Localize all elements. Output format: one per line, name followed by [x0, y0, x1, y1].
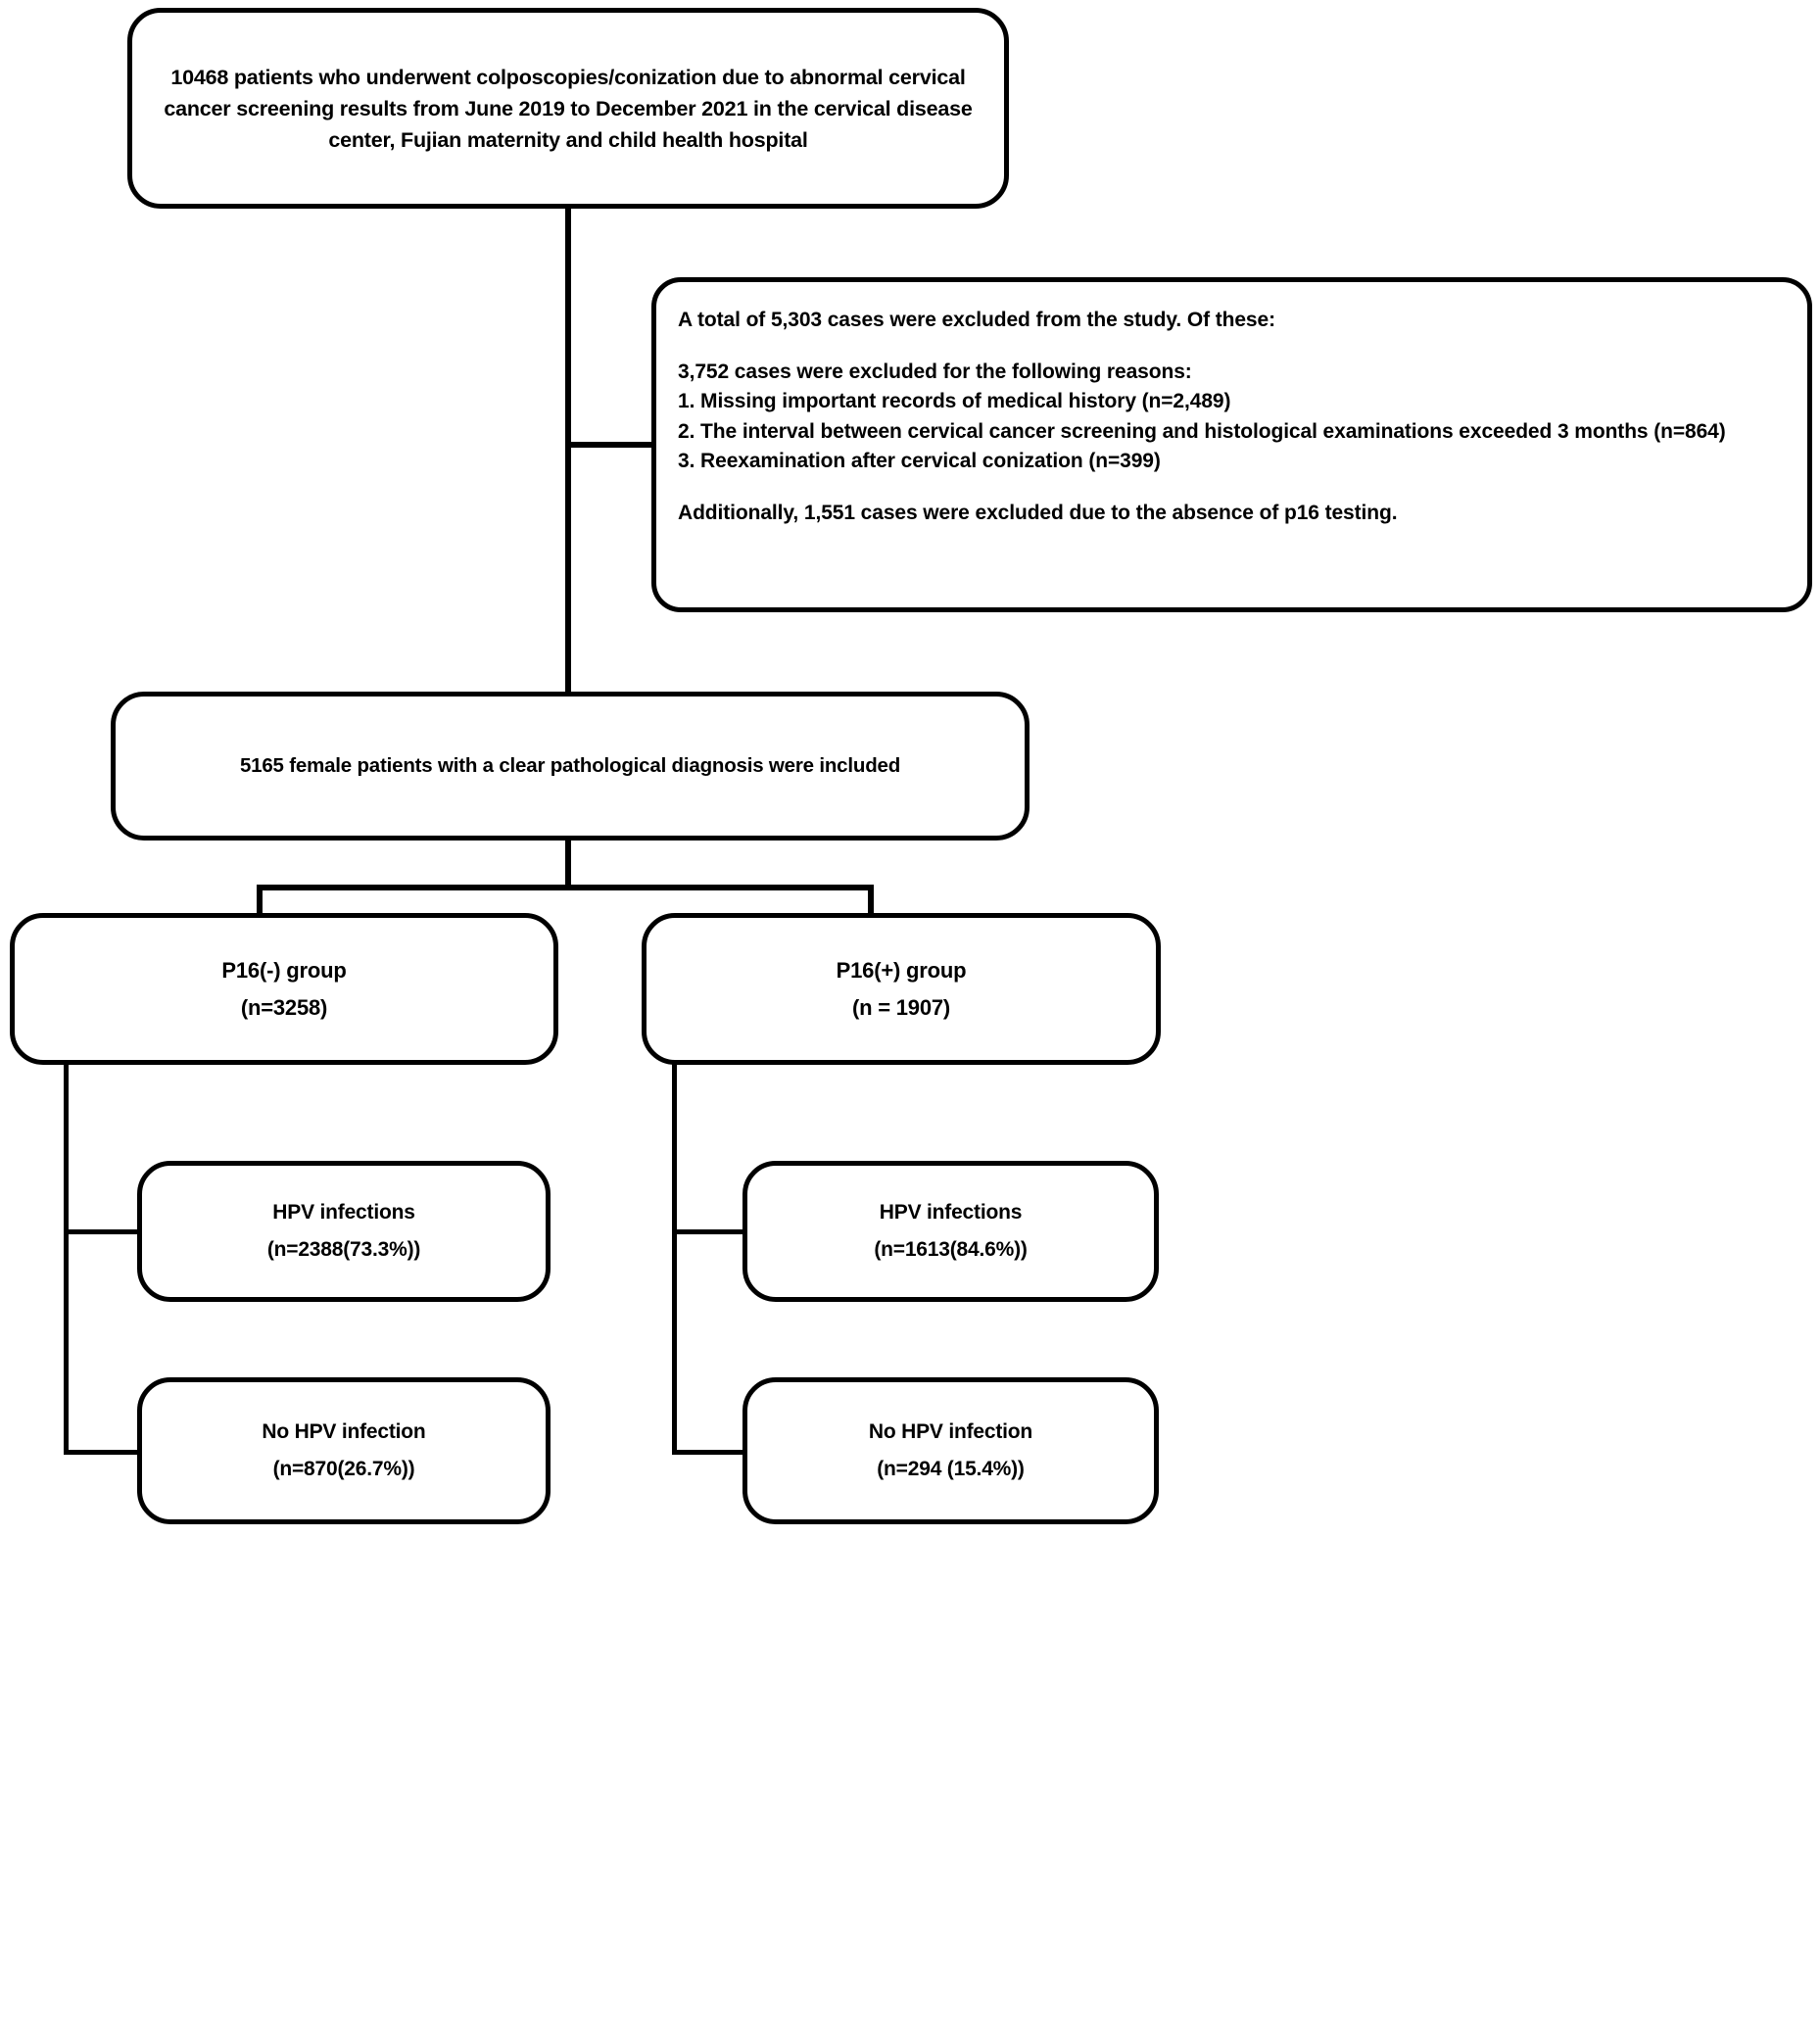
connector-p16neg-to-hpv [64, 1229, 142, 1234]
exclusion-reasons-intro: 3,752 cases were excluded for the follow… [678, 360, 1192, 383]
group-box-p16-negative: P16(-) group (n=3258) [10, 913, 558, 1065]
connector-p16pos-to-nohpv [672, 1450, 746, 1455]
connector-p16pos-down [672, 1063, 677, 1455]
spacer [678, 477, 1786, 499]
outcome-box-p16pos-hpv-infections: HPV infections (n=1613(84.6%)) [742, 1161, 1159, 1302]
exclusion-reason-3: 3. Reexamination after cervical conizati… [678, 450, 1161, 472]
connector-included-down [565, 841, 571, 888]
connector-enrolled-to-included [565, 209, 571, 694]
group-count-p16-negative: (n=3258) [240, 994, 328, 1020]
outcome-count-p16pos-no-hpv-infection: (n=294 (15.4%)) [877, 1458, 1025, 1480]
included-population-text: 5165 female patients with a clear pathol… [239, 754, 901, 777]
outcome-title-p16pos-hpv-infections: HPV infections [879, 1201, 1023, 1224]
group-count-p16-positive: (n = 1907) [851, 994, 951, 1020]
included-population-box: 5165 female patients with a clear pathol… [111, 692, 1030, 841]
connector-p16neg-down [64, 1063, 69, 1455]
connector-p16neg-to-nohpv [64, 1450, 142, 1455]
outcome-count-p16neg-hpv-infections: (n=2388(73.3%)) [266, 1238, 421, 1261]
outcome-title-p16neg-no-hpv-infection: No HPV infection [262, 1420, 426, 1443]
exclusion-additional: Additionally, 1,551 cases were excluded … [678, 501, 1398, 524]
outcome-title-p16neg-hpv-infections: HPV infections [272, 1201, 415, 1224]
outcome-box-p16neg-hpv-infections: HPV infections (n=2388(73.3%)) [137, 1161, 551, 1302]
spacer [678, 336, 1786, 358]
connector-group-split-horizontal [257, 885, 874, 890]
group-box-p16-positive: P16(+) group (n = 1907) [642, 913, 1161, 1065]
outcome-title-p16pos-no-hpv-infection: No HPV infection [868, 1420, 1033, 1443]
enrolled-population-text: 10468 patients who underwent colposcopie… [164, 65, 973, 152]
connector-trunk-to-excluded [565, 442, 655, 448]
exclusion-headline: A total of 5,303 cases were excluded fro… [678, 309, 1275, 331]
group-title-p16-positive: P16(+) group [836, 957, 967, 983]
enrolled-population-box: 10468 patients who underwent colposcopie… [127, 8, 1009, 209]
connector-split-to-p16pos [868, 885, 874, 916]
exclusion-reason-2: 2. The interval between cervical cancer … [678, 419, 1726, 443]
group-title-p16-negative: P16(-) group [221, 957, 347, 983]
connector-split-to-p16neg [257, 885, 263, 916]
outcome-box-p16neg-no-hpv-infection: No HPV infection (n=870(26.7%)) [137, 1377, 551, 1524]
outcome-count-p16pos-hpv-infections: (n=1613(84.6%)) [874, 1238, 1028, 1261]
exclusion-reason-1: 1. Missing important records of medical … [678, 390, 1231, 412]
outcome-count-p16neg-no-hpv-infection: (n=870(26.7%)) [272, 1458, 415, 1480]
exclusion-criteria-box: A total of 5,303 cases were excluded fro… [651, 277, 1812, 612]
connector-p16pos-to-hpv [672, 1229, 746, 1234]
outcome-box-p16pos-no-hpv-infection: No HPV infection (n=294 (15.4%)) [742, 1377, 1159, 1524]
